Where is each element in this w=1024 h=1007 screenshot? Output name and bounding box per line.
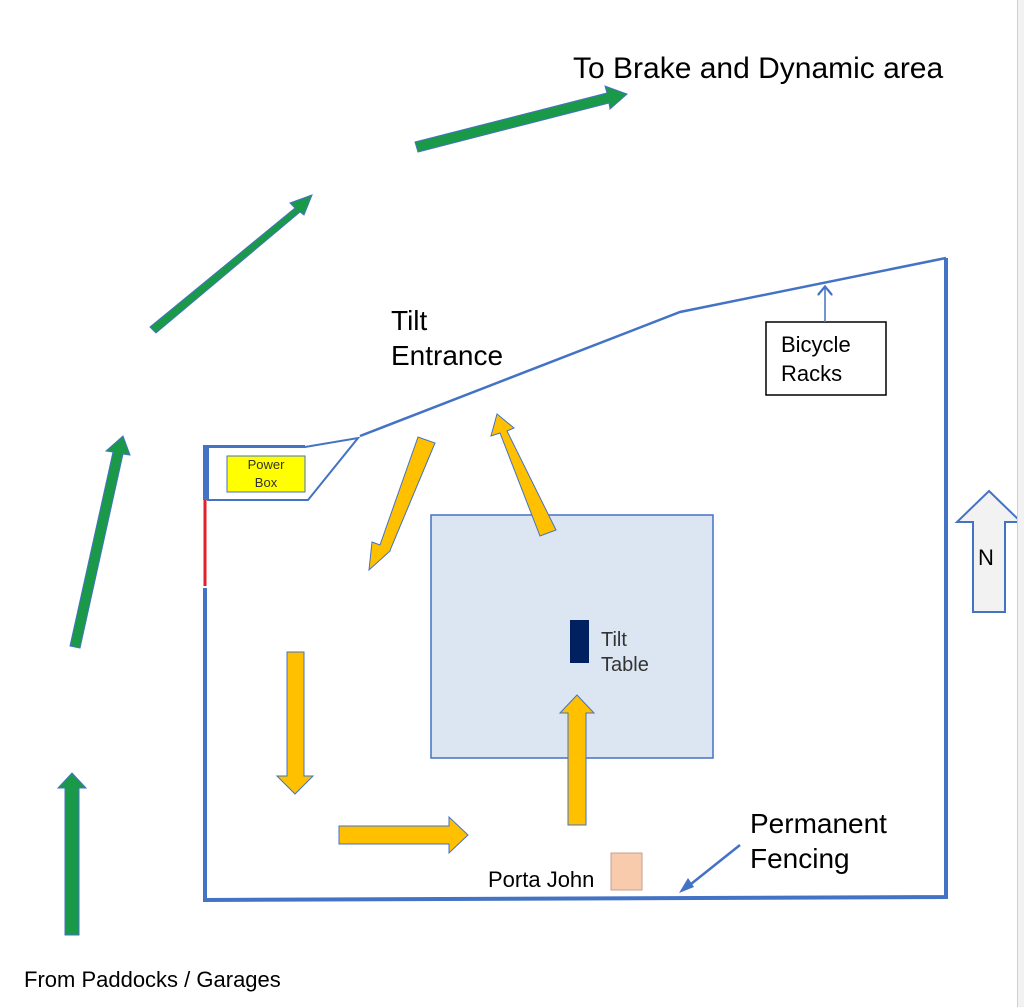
green-arrow-3 xyxy=(149,194,313,334)
tilt-table xyxy=(570,620,589,663)
power-box xyxy=(226,455,306,493)
to-brake-label: To Brake and Dynamic area xyxy=(573,52,944,85)
permanent-fencing-pointer-head xyxy=(679,878,694,893)
green-arrow-2 xyxy=(69,435,131,649)
bicycle-racks-label: Bicycle Racks xyxy=(781,332,851,387)
north-label: N xyxy=(978,545,994,570)
from-paddocks-label: From Paddocks / Garages xyxy=(24,967,281,992)
yellow-flow-arrows xyxy=(275,413,596,855)
porta-john-label: Porta John xyxy=(488,867,595,892)
yellow-arrow-up xyxy=(558,694,596,826)
yellow-arrow-exit xyxy=(490,413,557,537)
yellow-arrow-down xyxy=(275,651,315,795)
bicycle-racks-box xyxy=(765,321,887,396)
permanent-fencing-label: Permanent Fencing xyxy=(750,808,887,874)
green-arrow-1 xyxy=(56,772,88,936)
yellow-arrow-entry xyxy=(368,436,436,572)
green-route-arrows xyxy=(56,85,628,936)
permanent-fencing-pointer xyxy=(685,844,741,889)
fence-north xyxy=(359,256,947,438)
porta-john xyxy=(610,852,643,891)
tilt-table-label: Tilt Table xyxy=(601,629,649,676)
fence-west-lower xyxy=(203,258,948,903)
green-arrow-4 xyxy=(414,85,628,153)
tilt-entrance-label: Tilt Entrance xyxy=(391,305,504,371)
window-right-edge xyxy=(1017,0,1024,1007)
yellow-arrow-east xyxy=(338,815,469,855)
power-box-label: Power Box xyxy=(247,457,285,490)
